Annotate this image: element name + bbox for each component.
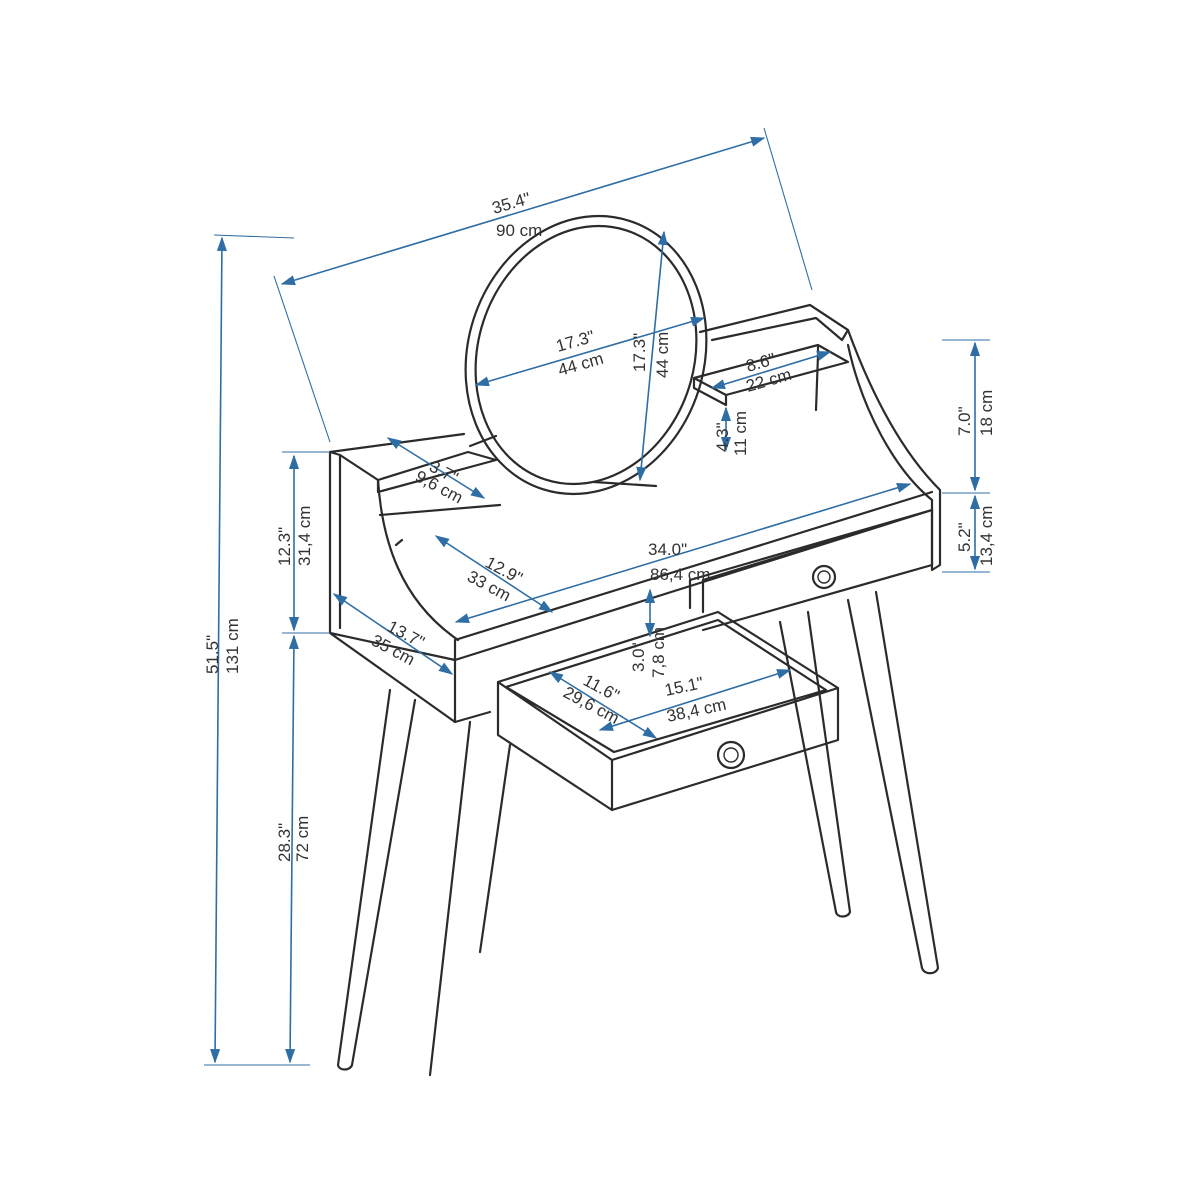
- dimension-labels: 35.4" 90 cm 17.3" 44 cm 17.3" 44 cm 8.6"…: [203, 189, 996, 862]
- drawer-height-cm: 7,8 cm: [649, 627, 668, 678]
- table-outline: [328, 303, 942, 1077]
- front-right-leg: [846, 590, 940, 975]
- total-height-in: 51.5": [203, 635, 222, 674]
- open-drawer: [496, 610, 840, 812]
- right-drawer-knob: [811, 564, 837, 590]
- drawer-height-in: 3.0": [629, 642, 648, 672]
- leg-height-cm: 72 cm: [293, 816, 312, 862]
- front-left-leg: [336, 688, 417, 1071]
- total-width-in: 35.4": [490, 189, 533, 218]
- desk-width-cm: 86,4 cm: [650, 565, 710, 584]
- upper-height-left-in: 12.3": [275, 527, 294, 566]
- total-width-cm: 90 cm: [496, 221, 542, 240]
- upper-height-right-in: 7.0": [955, 406, 974, 436]
- shelf-gap-cm: 11 cm: [731, 411, 750, 456]
- total-height-cm: 131 cm: [223, 618, 242, 674]
- right-upper-shelf: [692, 343, 850, 412]
- desk-width-in: 34.0": [648, 540, 687, 559]
- front-middle-leg: [428, 720, 512, 1077]
- side-height-right-cm: 13,4 cm: [977, 506, 996, 566]
- shelf-gap-in: 4.3": [713, 422, 732, 452]
- mirror-height-cm: 44 cm: [653, 332, 672, 378]
- back-right-leg: [778, 610, 852, 918]
- upper-height-right-cm: 18 cm: [977, 390, 996, 436]
- right-side-panel: [808, 303, 942, 572]
- mirror-height-in: 17.3": [630, 333, 649, 372]
- side-height-right-in: 5.2": [955, 522, 974, 552]
- dimension-lines: [204, 127, 990, 1066]
- upper-height-left-cm: 31,4 cm: [295, 506, 314, 566]
- drawer-width-in: 15.1": [663, 673, 705, 700]
- leg-height-in: 28.3": [275, 823, 294, 862]
- open-drawer-knob: [716, 740, 746, 770]
